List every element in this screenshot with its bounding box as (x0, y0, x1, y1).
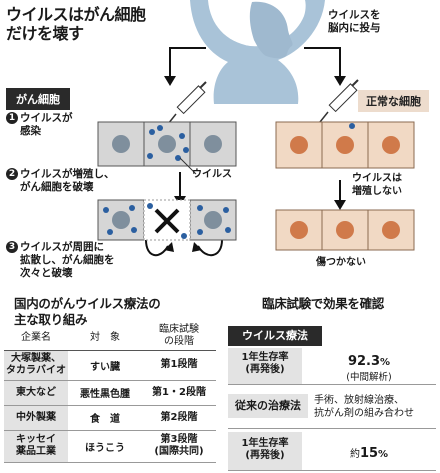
destroyed-cell-row (97, 199, 237, 241)
injection-note: ウイルスを 脳内に投与 (328, 9, 381, 34)
head-silhouette-icon (190, 0, 325, 104)
table-row: キッセイ薬品工業 ほうこう 第3段階(国際共同) (4, 430, 216, 463)
destroyed-x-icon (154, 208, 180, 234)
virus-therapy-header: ウイルス療法 (228, 326, 322, 346)
conventional-survival-row: 1年生存率 (再発後) 約15% (228, 432, 436, 471)
conventional-survival-rate: 15 (359, 446, 379, 461)
virus-therapy-diagram (97, 0, 415, 256)
virus-survival-row: 1年生存率 (再発後) 92.3% (中間解析) (228, 348, 436, 385)
clinical-trial-title: 臨床試験で効果を確認 (262, 296, 385, 311)
conventional-therapy-header: 従来の治療法 (228, 394, 308, 418)
table-row: 大塚製薬、タカラバイオ すい臓 第1段階 (4, 350, 216, 381)
table-row: 中外製薬 食 道 第2段階 (4, 405, 216, 431)
cancer-cell-row (97, 121, 237, 167)
no-growth-note: ウイルスは 増殖しない (352, 173, 402, 197)
unharmed-note: 傷つかない (316, 257, 366, 268)
column-header-stage: 臨床試験 の段階 (142, 322, 216, 351)
normal-cell-label: 正常な細胞 (358, 90, 429, 112)
normal-cell-row (275, 121, 415, 169)
domestic-efforts-table: 企業名 対 象 臨床試験 の段階 大塚製薬、タカラバイオ すい臓 第1段階 東大… (4, 322, 216, 463)
clinical-trial-panel: ウイルス療法 1年生存率 (再発後) 92.3% (中間解析) 従来の治療法 手… (228, 326, 436, 471)
column-header-company: 企業名 (4, 322, 68, 351)
syringe-icon (319, 79, 359, 123)
normal-cell-row-unharmed (275, 209, 415, 251)
conventional-row: 従来の治療法 手術、放射線治療、 抗がん剤の組み合わせ (228, 390, 436, 429)
virus-callout-label: ウイルス (192, 169, 232, 180)
interim-analysis-note: (中間解析) (346, 372, 392, 383)
table-header-row: 企業名 対 象 臨床試験 の段階 (4, 322, 216, 351)
headline: ウイルスはがん細胞 だけを壊す (6, 5, 146, 43)
syringe-icon (167, 81, 207, 125)
conventional-description: 手術、放射線治療、 抗がん剤の組み合わせ (314, 395, 414, 419)
cancer-cell-label: がん細胞 (6, 88, 70, 110)
virus-survival-rate: 92.3 (347, 354, 381, 369)
column-header-target: 対 象 (68, 322, 142, 351)
table-row: 東大など 悪性黒色腫 第1・2段階 (4, 380, 216, 406)
